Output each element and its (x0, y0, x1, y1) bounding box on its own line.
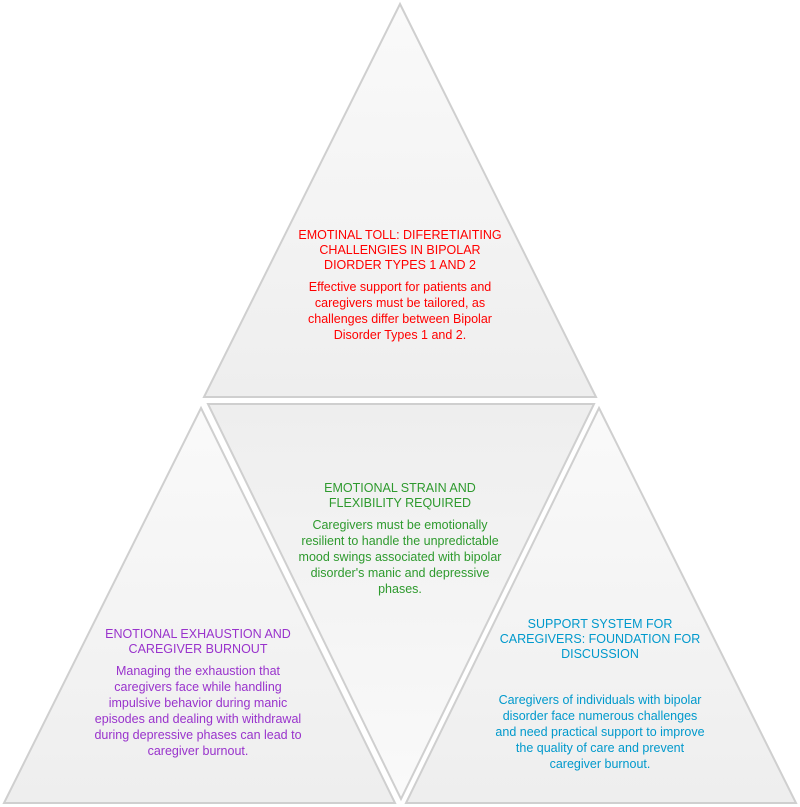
right-section: SUPPORT SYSTEM FOR CAREGIVERS: FOUNDATIO… (493, 617, 707, 772)
top-section: EMOTINAL TOLL: DIFERETIAITING CHALLENGIE… (290, 228, 510, 343)
right-section-title: SUPPORT SYSTEM FOR CAREGIVERS: FOUNDATIO… (499, 617, 701, 661)
left-section-title: ENOTIONAL EXHAUSTION AND CAREGIVER BURNO… (105, 627, 291, 656)
left-triangle (2, 405, 397, 804)
center-section-title: EMOTIONAL STRAIN AND FLEXIBILITY REQUIRE… (324, 481, 476, 510)
center-triangle (206, 403, 596, 802)
left-section: ENOTIONAL EXHAUSTION AND CAREGIVER BURNO… (88, 627, 308, 759)
left-section-body: Managing the exhaustion that caregivers … (94, 664, 302, 758)
center-section-body: Caregivers must be emotionally resilient… (298, 518, 502, 596)
top-section-title: EMOTINAL TOLL: DIFERETIAITING CHALLENGIE… (298, 228, 502, 272)
right-section-body: Caregivers of individuals with bipolar d… (495, 693, 705, 771)
top-section-body: Effective support for patients and careg… (308, 280, 492, 342)
center-section: EMOTIONAL STRAIN AND FLEXIBILITY REQUIRE… (290, 481, 510, 597)
right-triangle (404, 405, 798, 804)
top-triangle (202, 1, 598, 398)
